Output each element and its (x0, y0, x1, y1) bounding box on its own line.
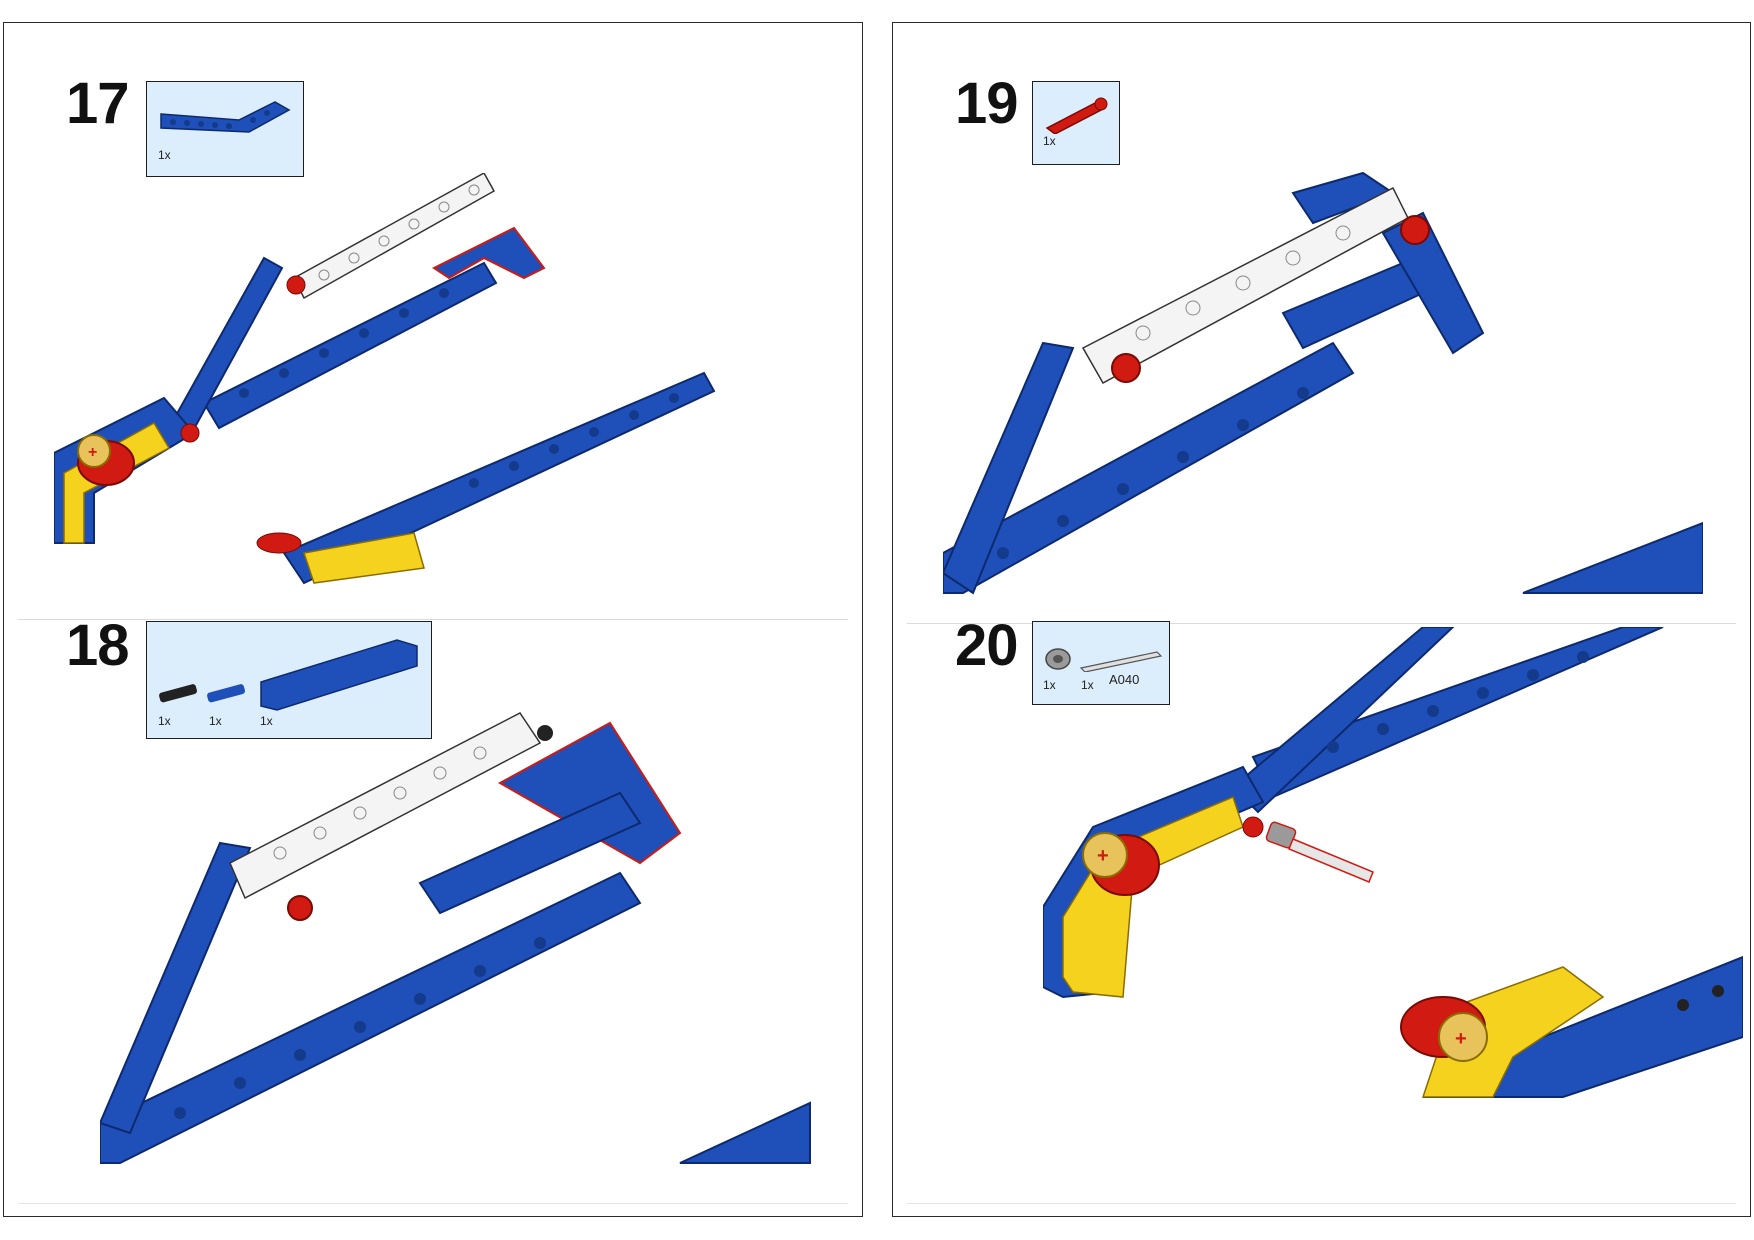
parts-callout: 1x (1032, 81, 1120, 165)
svg-text:+: + (1455, 1028, 1467, 1050)
svg-text:+: + (1097, 845, 1109, 867)
step-divider (18, 619, 848, 620)
blue-bent-beam-icon (160, 101, 291, 133)
step-19: 19 1x (893, 23, 1752, 619)
step-18-illustration (100, 712, 811, 1164)
part-qty: 1x (209, 714, 222, 728)
instruction-page-left: 17 1x (3, 22, 863, 1217)
grey-bushing-icon (1045, 648, 1071, 670)
step-19-illustration (943, 171, 1703, 595)
page-bottom-rule (18, 1203, 848, 1204)
step-number: 18 (66, 613, 130, 678)
step-18: 18 1x 1x 1x (4, 617, 864, 1213)
page-bottom-rule (907, 1203, 1736, 1204)
step-divider (907, 623, 1736, 624)
instruction-page-right: 19 1x 20 (892, 22, 1751, 1217)
black-pin-icon (159, 684, 198, 703)
red-axle-pin-icon (1045, 97, 1108, 134)
blue-bent-beam-icon (260, 639, 418, 711)
parts-callout: 1x 1x 1x (146, 621, 432, 739)
svg-text:+: + (88, 444, 97, 461)
step-20: 20 1x 1x A040 + (893, 617, 1752, 1217)
grey-axle-icon (1079, 651, 1163, 672)
step-17-illustration: + (54, 173, 716, 585)
part-qty: 1x (158, 714, 171, 728)
part-code: A040 (1109, 672, 1140, 687)
step-20-illustration: + + (1043, 627, 1743, 1098)
part-qty: 1x (1043, 678, 1056, 692)
part-qty: 1x (1043, 134, 1056, 148)
step-17: 17 1x (4, 23, 864, 619)
blue-axle-pin-icon (207, 684, 246, 703)
part-qty: 1x (1081, 678, 1094, 692)
step-number: 17 (66, 71, 130, 136)
step-number: 20 (955, 613, 1019, 678)
parts-callout: 1x (146, 81, 304, 177)
step-number: 19 (955, 71, 1019, 136)
part-qty: 1x (158, 148, 171, 162)
parts-callout: 1x 1x A040 (1032, 621, 1170, 705)
part-qty: 1x (260, 714, 273, 728)
